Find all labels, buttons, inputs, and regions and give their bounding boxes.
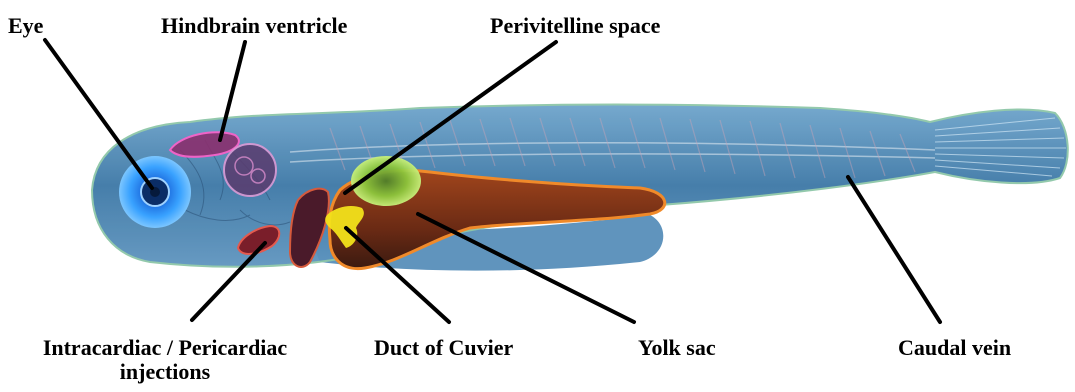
label-duct-of-cuvier: Duct of Cuvier: [374, 336, 513, 360]
label-perivitelline-space: Perivitelline space: [490, 14, 660, 38]
label-yolk-sac: Yolk sac: [638, 336, 716, 360]
caudal-leader: [848, 177, 940, 322]
label-intracardiac: Intracardiac / Pericardiac injections: [6, 336, 324, 384]
label-intracardiac-line2: injections: [6, 360, 324, 384]
otic-vesicle: [224, 144, 276, 196]
label-hindbrain-ventricle: Hindbrain ventricle: [161, 14, 347, 38]
label-eye: Eye: [8, 14, 43, 38]
label-caudal-vein: Caudal vein: [898, 336, 1011, 360]
label-intracardiac-line1: Intracardiac / Pericardiac: [6, 336, 324, 360]
